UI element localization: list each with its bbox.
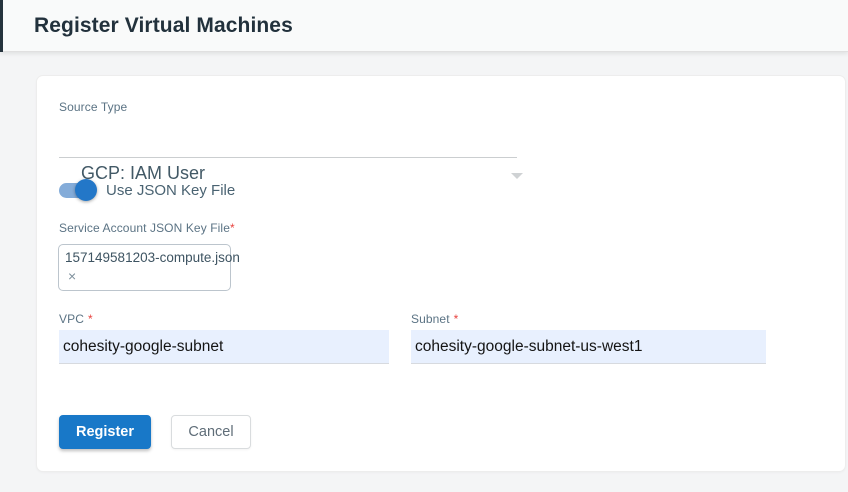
vpc-input[interactable] [59, 330, 389, 364]
page-header: Register Virtual Machines [0, 0, 848, 52]
remove-file-icon[interactable]: × [68, 268, 77, 284]
register-form-card: Source Type GCP: IAM User Use JSON Key F… [36, 75, 846, 472]
use-json-key-file-label: Use JSON Key File [106, 182, 236, 199]
chevron-down-icon [511, 173, 523, 179]
toggle-knob [75, 179, 97, 201]
subnet-input[interactable] [411, 330, 766, 364]
required-marker: * [229, 221, 235, 235]
cancel-button[interactable]: Cancel [171, 415, 251, 449]
key-file-name: 157149581203-compute.json [65, 250, 240, 265]
key-file-chip: 157149581203-compute.json × [58, 244, 240, 291]
subnet-label: Subnet* [411, 312, 459, 326]
required-marker: * [87, 312, 93, 326]
source-type-underline [59, 157, 517, 158]
source-type-label: Source Type [59, 100, 128, 114]
vpc-label: VPC* [59, 312, 93, 326]
required-marker: * [453, 312, 459, 326]
source-type-value: GCP: IAM User [81, 163, 206, 183]
left-edge-strip [0, 0, 3, 52]
page-title: Register Virtual Machines [34, 14, 293, 37]
register-button[interactable]: Register [59, 415, 151, 449]
key-file-label: Service Account JSON Key File* [59, 221, 235, 235]
use-json-key-file-toggle[interactable] [59, 179, 101, 201]
source-type-select[interactable]: GCP: IAM User [59, 116, 523, 183]
